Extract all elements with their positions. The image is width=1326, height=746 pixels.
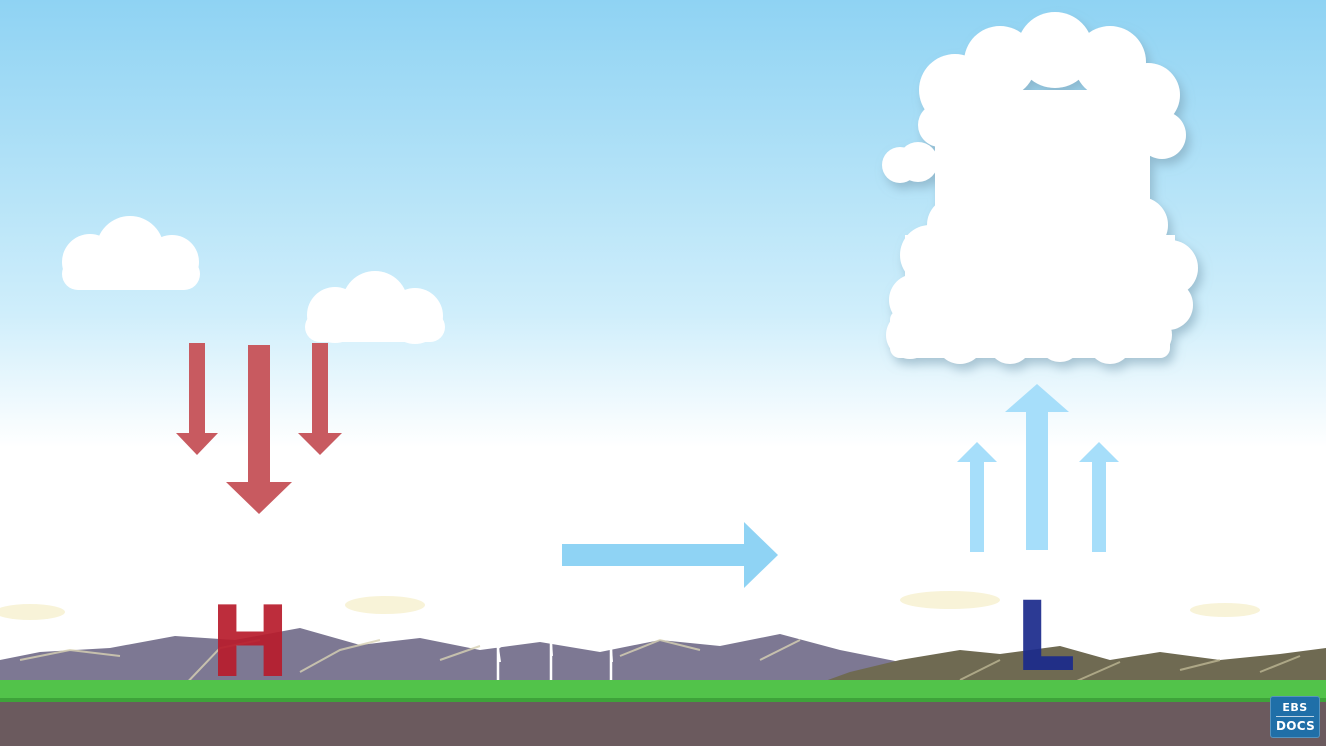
wind-turbine-icon: [487, 635, 511, 682]
grass: [0, 680, 1326, 700]
high-pressure-label: H: [209, 586, 291, 700]
down-arrow-icon: [298, 343, 342, 455]
ground: [0, 702, 1326, 746]
up-arrow-icon: [1005, 384, 1069, 550]
wind-turbine-icon: [541, 631, 563, 684]
down-arrow-icon: [226, 345, 292, 514]
horizon-haze: [0, 591, 1260, 620]
low-pressure-letter: L: [1014, 581, 1075, 693]
right-arrow-icon: [562, 522, 778, 588]
high-pressure-letter: H: [209, 586, 291, 700]
cumulus-cloud: [882, 12, 1198, 364]
rising-air-arrows: [957, 384, 1119, 552]
logo-line-1: EBS: [1282, 701, 1308, 714]
grass-edge: [0, 698, 1326, 702]
mountain-ridges: [19, 638, 801, 691]
up-arrow-icon: [1079, 442, 1119, 552]
low-pressure-label: L: [1014, 581, 1075, 693]
ebs-docs-logo: EBS DOCS: [1270, 696, 1320, 738]
logo-line-2: DOCS: [1276, 716, 1315, 732]
wind-arrow: [562, 522, 778, 588]
small-cloud-left: [62, 216, 200, 290]
up-arrow-icon: [957, 442, 997, 552]
down-arrow-icon: [176, 343, 218, 455]
high-pressure-arrows: [176, 343, 342, 514]
small-cloud-middle: [305, 271, 445, 344]
